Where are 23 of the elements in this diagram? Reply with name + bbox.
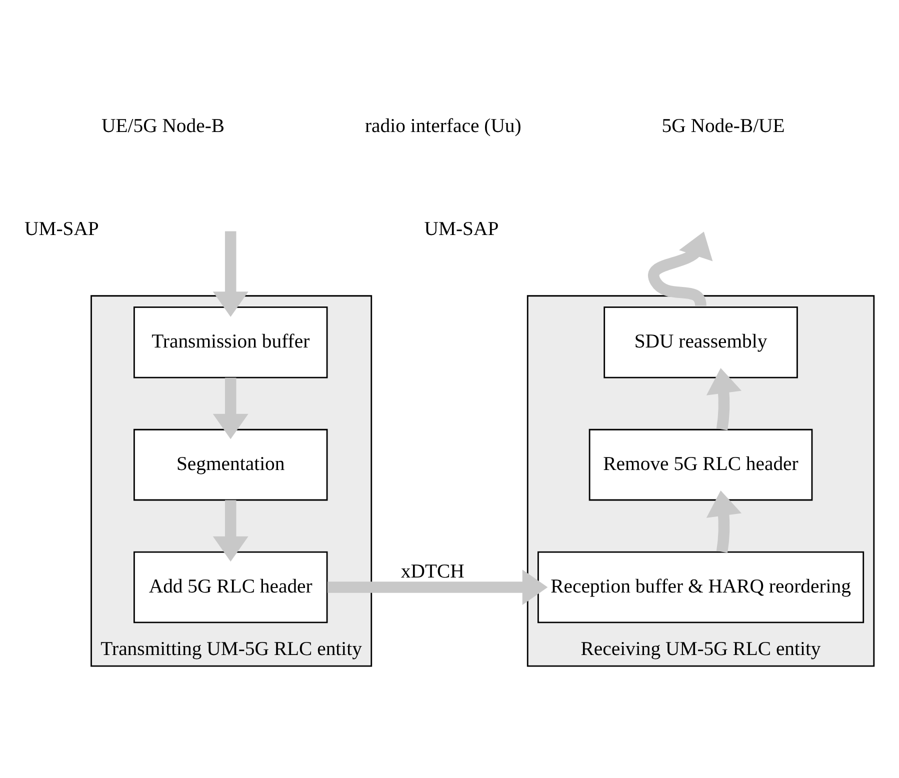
arrow — [212, 230, 248, 316]
label: UE/5G Node-B — [102, 114, 225, 137]
node-box: Segmentation — [133, 428, 328, 500]
node-box: Transmission buffer — [133, 306, 328, 378]
node-label: Transmitting UM-5G RLC entity — [100, 638, 362, 660]
label: radio interface (Uu) — [365, 114, 522, 137]
node-box: Add 5G RLC header — [133, 550, 328, 623]
label: UM-SAP — [24, 217, 99, 240]
label: UM-SAP — [424, 217, 499, 240]
edge-label: xDTCH — [400, 560, 464, 582]
arrow — [706, 490, 742, 552]
node-box: SDU reassembly — [604, 306, 798, 378]
cluster — [526, 294, 875, 666]
label: 5G Node-B/UE — [662, 114, 785, 137]
node-box: Remove 5G RLC header — [588, 428, 813, 500]
arrow — [327, 569, 548, 604]
cluster — [90, 294, 372, 666]
arrow — [212, 377, 248, 439]
node-label: Receiving UM-5G RLC entity — [580, 638, 821, 660]
node-box: Reception buffer & HARQ reordering — [537, 550, 864, 623]
arrow — [212, 500, 248, 562]
arrow — [648, 231, 713, 306]
arrow — [706, 368, 742, 430]
